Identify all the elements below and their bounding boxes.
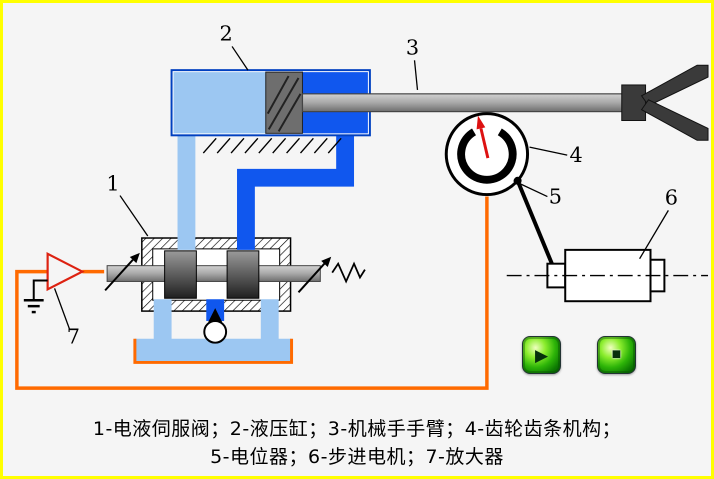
label-amplifier: 7 — [67, 325, 80, 349]
servo-valve-group — [104, 135, 366, 364]
spool-land-right — [226, 250, 260, 299]
pipe-return-right — [260, 299, 279, 343]
piston — [265, 71, 303, 134]
spool-rod — [106, 265, 321, 282]
pipe-cylinder-left — [177, 135, 196, 250]
amplifier-symbol — [46, 252, 85, 292]
gripper-finger-upper — [640, 64, 709, 107]
piston-rod-arm — [301, 93, 627, 113]
amplifier-group — [23, 252, 85, 314]
feedback-wire — [15, 196, 489, 390]
caption-line-2: 5-电位器；6-步进电机；7-放大器 — [210, 446, 504, 468]
mount-hatching — [202, 137, 342, 154]
stepper-motor-group — [506, 179, 709, 303]
leader-2 — [231, 46, 249, 71]
pump-arrow-icon — [208, 308, 223, 322]
label-cylinder: 2 — [219, 22, 232, 46]
dial-needle — [479, 128, 490, 159]
spool-land-left — [164, 250, 197, 299]
play-icon: ▶ — [534, 345, 549, 365]
label-potentiometer: 5 — [549, 184, 562, 208]
ground-wire — [32, 279, 48, 300]
dial-arc — [457, 128, 517, 184]
leader-5 — [513, 180, 548, 198]
leader-6 — [639, 210, 669, 260]
play-button[interactable]: ▶ — [522, 336, 561, 374]
cylinder-chamber-left — [173, 72, 266, 134]
stop-button[interactable]: ■ — [597, 336, 636, 374]
label-arm: 3 — [406, 35, 419, 59]
tank-fluid — [134, 338, 292, 363]
pump — [203, 319, 228, 344]
valve-feedback-arrow — [297, 256, 332, 293]
gear-potentiometer-group — [444, 112, 530, 197]
label-servo-valve: 1 — [106, 172, 119, 196]
stop-icon: ■ — [611, 346, 622, 363]
gripper-finger-lower — [640, 99, 709, 141]
label-gear-rack: 4 — [570, 143, 583, 167]
ground-symbol — [23, 298, 44, 314]
pipe-cylinder-right — [237, 135, 355, 250]
leader-4 — [529, 146, 568, 156]
pipe-return-left — [153, 299, 172, 343]
valve-input-arrow — [104, 252, 140, 292]
manipulator-arm-group — [301, 64, 709, 141]
leader-3 — [413, 60, 419, 90]
valve-spring — [331, 261, 366, 284]
tank-outline — [133, 338, 294, 364]
caption-line-1: 1-电液伺服阀；2-液压缸；3-机械手手臂；4-齿轮齿条机构； — [92, 418, 622, 440]
feedback-wire-group — [15, 196, 489, 390]
leader-1 — [119, 195, 149, 237]
servo-system-diagram: 1 2 3 4 5 6 7 — [15, 22, 709, 390]
dial-needle-tip — [476, 115, 486, 130]
gripper-base — [621, 84, 647, 122]
label-stepper-motor: 6 — [665, 185, 678, 209]
stepper-motor-body — [564, 248, 652, 303]
leader-7 — [53, 288, 71, 330]
linkage-rod — [515, 179, 557, 271]
labels-group: 1 2 3 4 5 6 7 — [53, 22, 678, 349]
